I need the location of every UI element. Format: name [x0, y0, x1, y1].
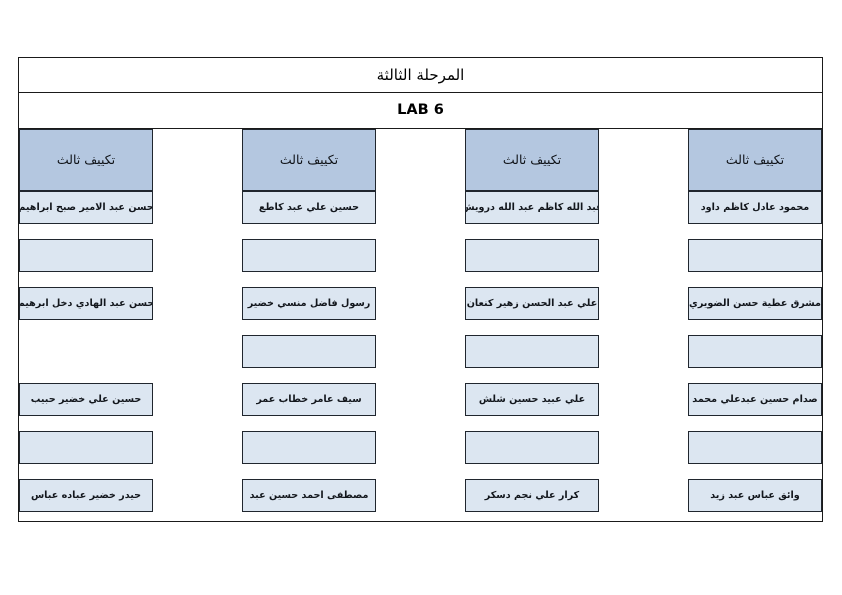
- roster-cell[interactable]: حسين علي عبد كاطع: [242, 191, 376, 224]
- roster-cell-empty[interactable]: [242, 239, 376, 272]
- roster-cell[interactable]: مشرق عطية حسن الضويري: [688, 287, 822, 320]
- student-name: حسين علي عبد كاطع: [258, 201, 360, 213]
- student-name: سيف عامر خطاب عمر: [256, 393, 362, 405]
- column-header-1: تكييف ثالث: [688, 129, 822, 191]
- roster-cell-empty[interactable]: [242, 335, 376, 368]
- roster-cell-empty[interactable]: [19, 239, 153, 272]
- roster-cell[interactable]: وائق عباس عبد زيد: [688, 479, 822, 512]
- roster-cell[interactable]: عبد الله كاظم عبد الله درويش: [465, 191, 599, 224]
- lab-label: LAB 6: [397, 102, 444, 119]
- roster-cell[interactable]: حسين علي خضير حبيب: [19, 383, 153, 416]
- student-name: حيدر خضير عباده عباس: [30, 489, 142, 501]
- column-header-3: تكييف ثالث: [242, 129, 376, 191]
- student-name: علي عبيد حسين شلش: [478, 393, 586, 405]
- roster-cell[interactable]: حيدر خضير عباده عباس: [19, 479, 153, 512]
- student-name: رسول فاضل منسي خضير: [247, 297, 371, 309]
- roster-cell[interactable]: رسول فاضل منسي خضير: [242, 287, 376, 320]
- student-name: محمود عادل كاظم داود: [700, 201, 810, 213]
- student-name: وائق عباس عبد زيد: [710, 489, 800, 501]
- column-header-4: تكييف ثالث: [19, 129, 153, 191]
- column-header-2: تكييف ثالث: [465, 129, 599, 191]
- roster-cell[interactable]: كرار علي نجم دسكر: [465, 479, 599, 512]
- roster-grid: تكييف ثالث محمود عادل كاظم داود مشرق عطي…: [19, 129, 822, 520]
- column-header-label: تكييف ثالث: [502, 151, 562, 167]
- roster-cell[interactable]: علي عبد الحسن زهير كنعان: [465, 287, 599, 320]
- roster-cell-empty[interactable]: [465, 239, 599, 272]
- student-name: حسن عبد الهادي دخل ابرهيم: [19, 297, 153, 309]
- roster-cell-empty[interactable]: [242, 431, 376, 464]
- roster-cell[interactable]: علي عبيد حسين شلش: [465, 383, 599, 416]
- student-name: علي عبد الحسن زهير كنعان: [466, 297, 598, 309]
- student-name: حسين علي خضير حبيب: [30, 393, 142, 405]
- document-frame: المرحلة الثالثة LAB 6 تكييف ثالث محمود ع…: [18, 57, 823, 522]
- student-name: مشرق عطية حسن الضويري: [689, 297, 821, 309]
- roster-column-2: تكييف ثالث عبد الله كاظم عبد الله درويش …: [465, 129, 599, 520]
- roster-cell[interactable]: حسن عبد الهادي دخل ابرهيم: [19, 287, 153, 320]
- student-name: حسن عبد الامير صبح ابراهيم: [19, 201, 153, 213]
- roster-cell-empty[interactable]: [688, 335, 822, 368]
- student-name: مصطفى احمد حسين عبد: [249, 489, 369, 501]
- roster-cell[interactable]: حسن عبد الامير صبح ابراهيم: [19, 191, 153, 224]
- roster-cell-empty[interactable]: [465, 335, 599, 368]
- column-header-label: تكييف ثالث: [725, 151, 785, 167]
- roster-column-3: تكييف ثالث حسين علي عبد كاطع رسول فاضل م…: [242, 129, 376, 520]
- roster-cell[interactable]: مصطفى احمد حسين عبد: [242, 479, 376, 512]
- student-name: عبد الله كاظم عبد الله درويش: [465, 201, 599, 213]
- roster-column-1: تكييف ثالث محمود عادل كاظم داود مشرق عطي…: [688, 129, 822, 520]
- document-title-row: المرحلة الثالثة: [19, 58, 822, 93]
- roster-cell[interactable]: سيف عامر خطاب عمر: [242, 383, 376, 416]
- student-name: كرار علي نجم دسكر: [484, 489, 580, 501]
- roster-cell[interactable]: صدام حسين عبدعلي محمد: [688, 383, 822, 416]
- column-header-label: تكييف ثالث: [56, 151, 116, 167]
- column-header-label: تكييف ثالث: [279, 151, 339, 167]
- roster-column-4: تكييف ثالث حسن عبد الامير صبح ابراهيم حس…: [19, 129, 153, 520]
- roster-cell-empty[interactable]: [19, 431, 153, 464]
- roster-cell-empty[interactable]: [465, 431, 599, 464]
- page-title: المرحلة الثالثة: [376, 65, 465, 84]
- roster-cell[interactable]: محمود عادل كاظم داود: [688, 191, 822, 224]
- student-name: صدام حسين عبدعلي محمد: [692, 393, 818, 405]
- roster-cell-empty[interactable]: [688, 431, 822, 464]
- roster-cell-empty[interactable]: [688, 239, 822, 272]
- document-subtitle-row: LAB 6: [19, 93, 822, 129]
